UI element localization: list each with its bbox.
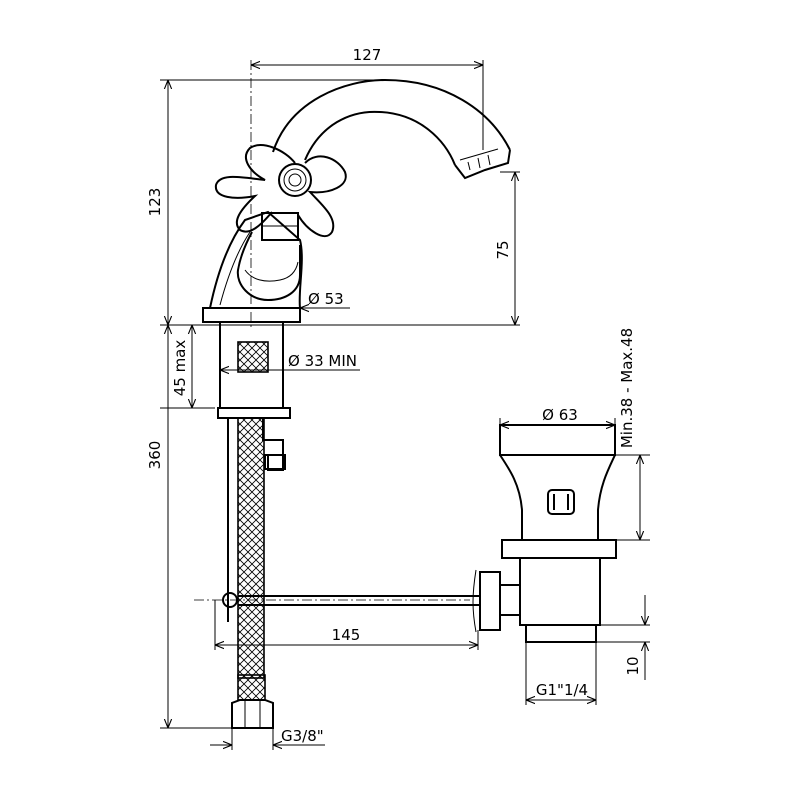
label-base-diameter: Ø 53 [308,290,344,308]
label-hose-length: 360 [146,441,164,470]
dimensions [160,60,650,750]
dimension-labels: 127 123 75 Ø 53 Ø 33 MIN 45 max 360 145 … [146,46,642,745]
label-hose-thread: G3/8" [281,727,324,745]
label-rod-length: 145 [332,626,361,644]
label-waste-thread: G1"1/4 [536,681,588,699]
waste-assembly [472,424,617,643]
label-max-deck-thickness: 45 max [171,340,189,397]
supply-hose [217,321,480,729]
label-spout-height: 75 [494,240,512,259]
faucet-body [202,78,511,323]
label-spout-reach: 127 [353,46,382,64]
label-hole-diameter: Ø 33 MIN [288,352,357,370]
label-total-height: 123 [146,188,164,217]
label-basin-thickness: Min.38 - Max.48 [618,328,636,448]
label-waste-thread-length: 10 [624,656,642,675]
center-lines [194,60,470,601]
label-waste-diameter: Ø 63 [542,406,578,424]
